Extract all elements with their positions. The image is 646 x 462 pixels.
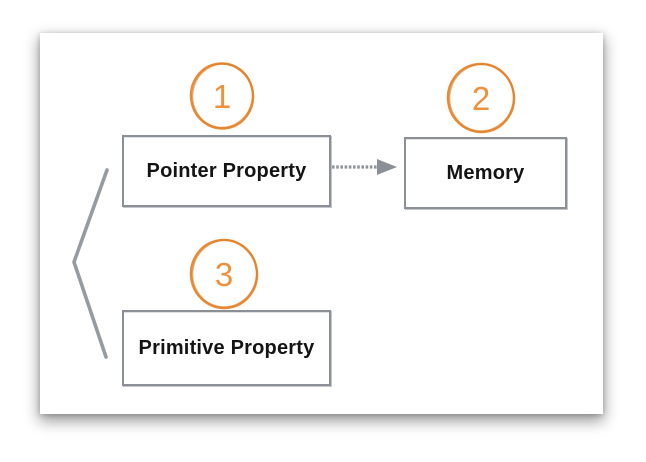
- sketch-circle-icon: [446, 62, 516, 134]
- step-number: 2: [471, 80, 491, 117]
- step-badge-1: 1: [186, 60, 258, 132]
- step-badge-3: 3: [188, 238, 260, 310]
- node-pointer-property: Pointer Property: [122, 135, 331, 207]
- step-number: 3: [214, 256, 234, 293]
- sketch-circle-icon: [189, 62, 255, 130]
- diagram-card: 1 2 3 Pointer Property Memory Primit: [40, 33, 603, 414]
- step-number: 1: [212, 78, 232, 115]
- step-badge-2: 2: [445, 62, 517, 134]
- grouping-chevron-icon: [72, 168, 109, 359]
- node-label: Pointer Property: [146, 159, 307, 182]
- node-label: Memory: [446, 161, 525, 184]
- node-label: Primitive Property: [138, 336, 315, 359]
- node-primitive-property: Primitive Property: [122, 310, 331, 386]
- sketch-circle-icon: [189, 238, 259, 310]
- arrow-right-icon: [332, 159, 397, 175]
- node-memory: Memory: [404, 137, 567, 209]
